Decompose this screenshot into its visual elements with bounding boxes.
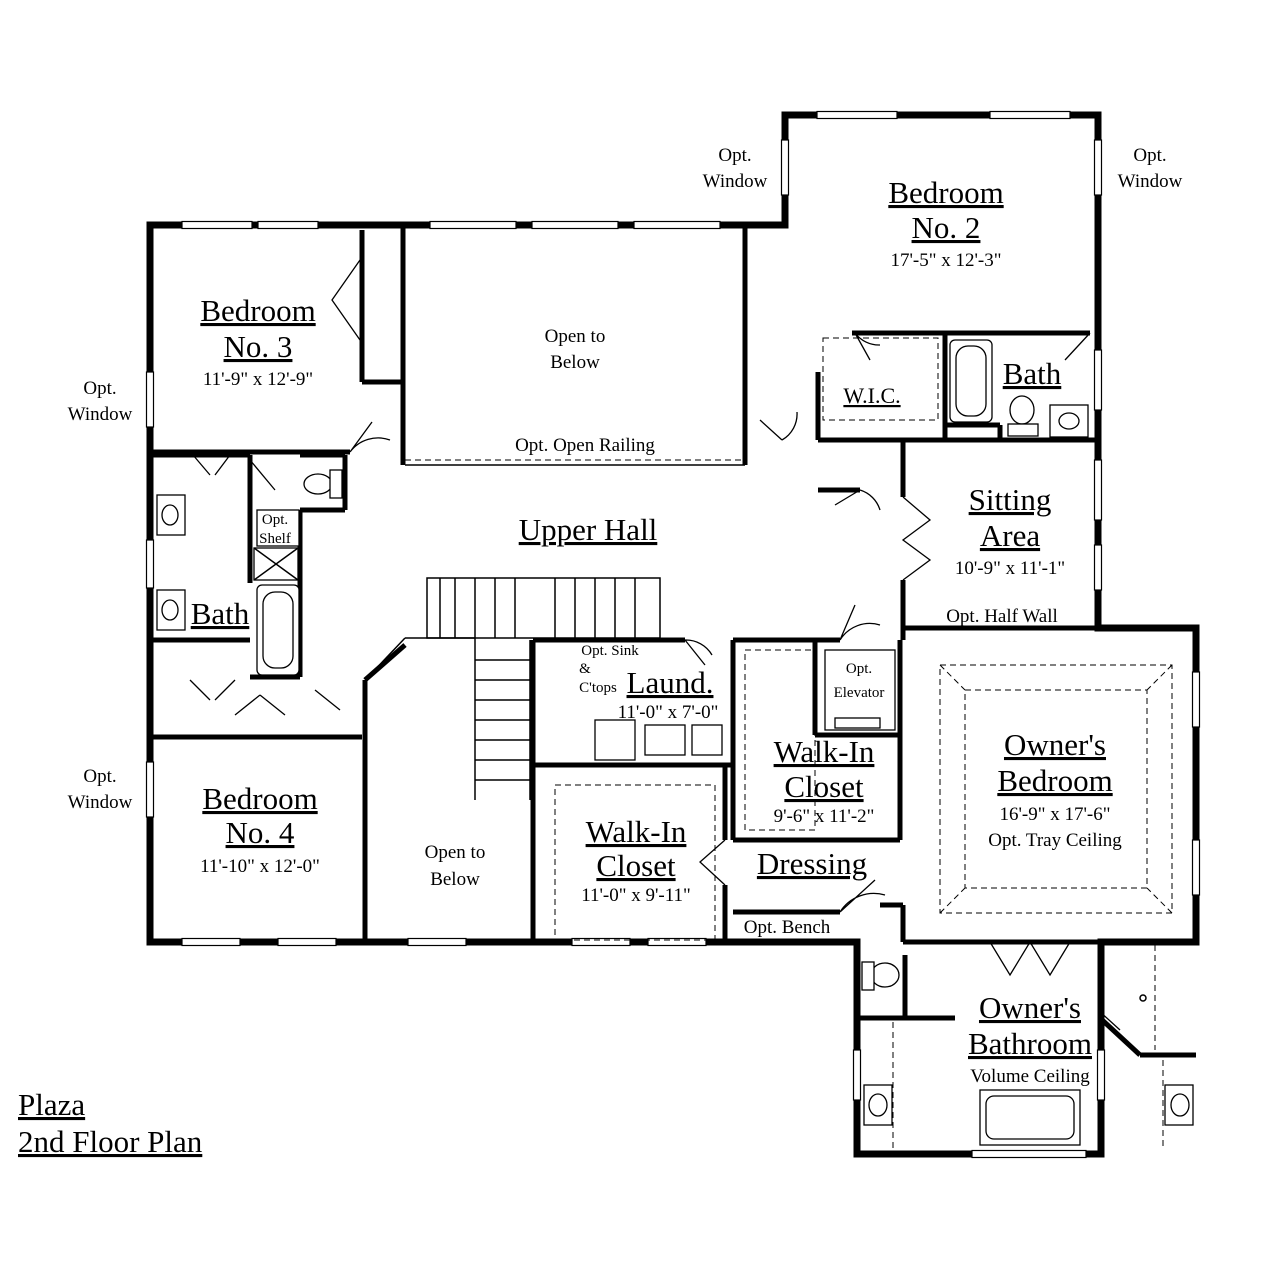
laundry-sink2: &: [579, 661, 591, 677]
owners-bedroom-size: 16'-9" x 17'-6": [999, 804, 1110, 825]
walkin-left-name2: Closet: [596, 848, 676, 883]
walkin-right-size: 9'-6" x 11'-2": [774, 806, 875, 827]
owners-bedroom-name1: Owner's: [1004, 727, 1106, 762]
opt-shelf-line1: Opt.: [262, 512, 288, 528]
window-left-lower-line1: Opt.: [83, 766, 116, 787]
bedroom4-size: 11'-10" x 12'-0": [200, 856, 320, 877]
laundry-sink3: C'tops: [579, 680, 617, 696]
open-below-bottom-line1: Open to: [425, 842, 486, 863]
sitting-name2: Area: [980, 518, 1040, 553]
bedroom2-name1: Bedroom: [888, 175, 1003, 210]
bedroom4-name2: No. 4: [226, 815, 295, 850]
window-top-left-line1: Opt.: [718, 145, 751, 166]
open-below-top-line1: Open to: [545, 326, 606, 347]
window-top-right-line1: Opt.: [1133, 145, 1166, 166]
dressing-label: Dressing: [757, 846, 867, 881]
window-top-right-line2: Window: [1118, 171, 1183, 192]
plan-title: Plaza 2nd Floor Plan: [18, 1087, 203, 1159]
bedroom3-name1: Bedroom: [200, 293, 315, 328]
window-labels: Opt. Window Opt. Window Opt. Window Opt.…: [68, 145, 1183, 813]
wic-label: W.I.C.: [843, 383, 900, 408]
upper-hall-label: Upper Hall: [519, 512, 658, 547]
doors: [189, 259, 1121, 1031]
bench-label: Opt. Bench: [744, 917, 831, 938]
elevator-line1: Opt.: [846, 661, 872, 677]
bedroom3-name2: No. 3: [224, 329, 293, 364]
walkin-left-size: 11'-0" x 9'-11": [581, 885, 691, 906]
bath-left-label: Bath: [191, 596, 250, 631]
half-wall-label: Opt. Half Wall: [946, 606, 1058, 627]
elevator-line2: Elevator: [834, 685, 885, 701]
laundry-sink1: Opt. Sink: [581, 643, 639, 659]
walkin-right-name2: Closet: [784, 769, 864, 804]
sitting-name1: Sitting: [969, 482, 1052, 517]
open-below-top-line2: Below: [550, 352, 600, 373]
sitting-size: 10'-9" x 11'-1": [955, 558, 1065, 579]
open-railing-label: Opt. Open Railing: [515, 435, 655, 456]
bedroom2-name2: No. 2: [912, 210, 981, 245]
walkin-right-name1: Walk-In: [774, 734, 875, 769]
tray-ceiling: [939, 664, 1173, 914]
window-top-left-line2: Window: [703, 171, 768, 192]
bath-upper-label: Bath: [1003, 356, 1062, 391]
fixtures: [156, 337, 1194, 1148]
window-left-lower-line2: Window: [68, 792, 133, 813]
windows: [145, 110, 1201, 1159]
plan-title-line1: Plaza: [18, 1087, 85, 1122]
interior-walls: [150, 225, 1196, 1058]
window-left-upper-line2: Window: [68, 404, 133, 425]
room-labels: Bedroom No. 2 17'-5" x 12'-3" Bedroom No…: [191, 175, 1123, 1087]
owners-bath-name2: Bathroom: [968, 1026, 1092, 1061]
owners-bedroom-note: Opt. Tray Ceiling: [988, 830, 1122, 851]
bedroom3-size: 11'-9" x 12'-9": [203, 369, 313, 390]
owners-bedroom-name2: Bedroom: [997, 763, 1112, 798]
opt-shelf-line2: Shelf: [259, 531, 291, 547]
owners-bath-note: Volume Ceiling: [970, 1066, 1090, 1087]
bedroom4-name1: Bedroom: [202, 781, 317, 816]
laundry-size: 11'-0" x 7'-0": [618, 702, 719, 723]
open-below-bottom-line2: Below: [430, 869, 480, 890]
walkin-left-name1: Walk-In: [586, 814, 687, 849]
staircase: [369, 459, 745, 800]
bedroom2-size: 17'-5" x 12'-3": [890, 250, 1001, 271]
laundry-name: Laund.: [627, 665, 714, 700]
plan-title-line2: 2nd Floor Plan: [18, 1124, 203, 1159]
owners-bath-name1: Owner's: [979, 990, 1081, 1025]
window-left-upper-line1: Opt.: [83, 378, 116, 399]
